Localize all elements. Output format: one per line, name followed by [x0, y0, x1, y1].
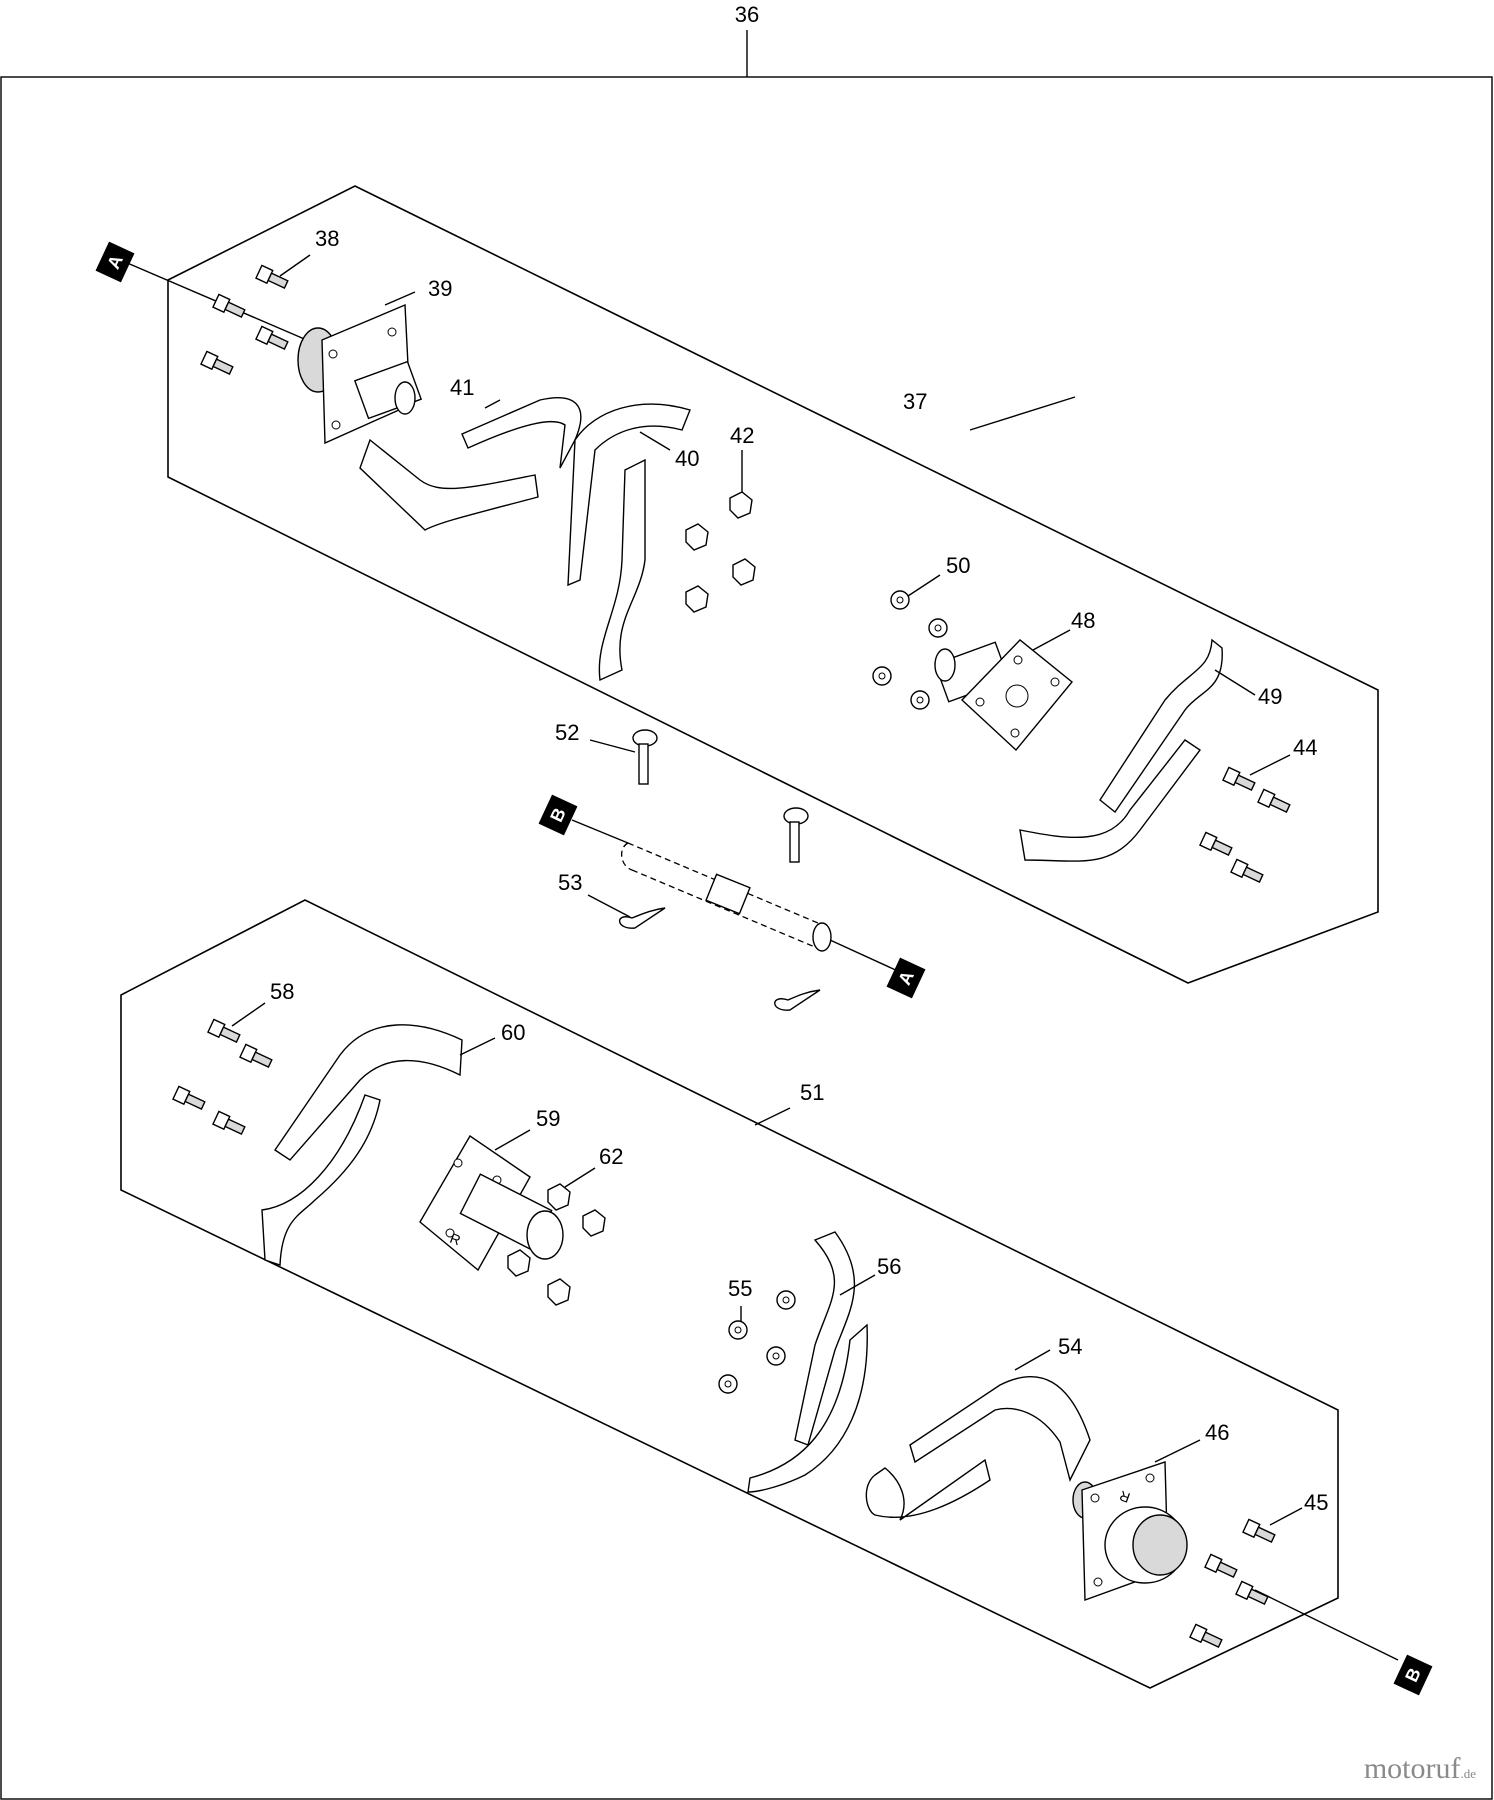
group-label-51: 51	[800, 1080, 824, 1105]
callout-44: 44	[1293, 735, 1317, 760]
tine-41	[359, 397, 582, 531]
callout-53: 46	[1205, 1420, 1229, 1445]
bolts-58	[172, 1018, 273, 1136]
callout-48: 50	[946, 553, 970, 578]
nuts-62	[507, 1183, 606, 1306]
assembly-label: 36	[735, 2, 759, 27]
tine-60	[261, 1024, 463, 1266]
upper-tine-group: 37 A 38 39	[95, 185, 1379, 984]
hub-flange-39	[297, 303, 423, 445]
watermark-suffix: .de	[1460, 1766, 1476, 1781]
hub-flange-59: R	[419, 1134, 564, 1272]
callout-55: 54	[1058, 1334, 1082, 1359]
ref-marker-a-lower: A	[886, 957, 926, 999]
center-shaft: 52 B A 53	[538, 720, 926, 1011]
hairpin-clips-50	[618, 907, 821, 1011]
nuts-48	[872, 590, 948, 710]
callout-41: 41	[450, 375, 474, 400]
hub-flange-45	[934, 639, 1073, 752]
lower-group-panel	[120, 899, 1339, 1689]
upper-group-panel	[167, 185, 1379, 984]
lower-tine-group: 51 58 60 R 59	[120, 899, 1433, 1696]
tine-40	[567, 403, 691, 682]
callout-60: 60	[501, 1020, 525, 1045]
callout-54: 56	[877, 1254, 901, 1279]
nuts-56	[718, 1290, 796, 1394]
hub-flange-53: R	[1072, 1461, 1188, 1601]
callout-62: 62	[599, 1144, 623, 1169]
tine-54	[747, 1231, 868, 1493]
tine-55	[865, 1376, 1091, 1521]
callout-58: 58	[270, 979, 294, 1004]
callout-59: 59	[536, 1106, 560, 1131]
ref-marker-b-upper: B	[538, 794, 578, 836]
clevis-pin-49	[632, 729, 658, 785]
bolts-52	[1189, 1518, 1276, 1649]
clevis-pin	[783, 807, 809, 863]
nuts-42	[685, 491, 756, 613]
callout-52: 45	[1304, 1490, 1328, 1515]
callout-39: 39	[428, 276, 452, 301]
group-label-37: 37	[903, 389, 927, 414]
callout-50: 53	[558, 870, 582, 895]
callout-40: 40	[675, 446, 699, 471]
watermark-text: motoruf	[1363, 1752, 1461, 1785]
tine-46	[1019, 638, 1223, 862]
callout-56: 55	[728, 1276, 752, 1301]
bolts-44	[1199, 766, 1291, 884]
ref-marker-a-upper: A	[95, 241, 135, 283]
callout-38: 38	[315, 226, 339, 251]
ref-marker-b-lower: B	[1393, 1654, 1433, 1696]
watermark-logo: motoruf.de	[1364, 1752, 1476, 1786]
bolt-38-group	[200, 264, 289, 376]
callout-42: 42	[730, 423, 754, 448]
callout-46: 49	[1258, 684, 1282, 709]
callout-45: 48	[1071, 608, 1095, 633]
callout-49: 52	[555, 720, 579, 745]
